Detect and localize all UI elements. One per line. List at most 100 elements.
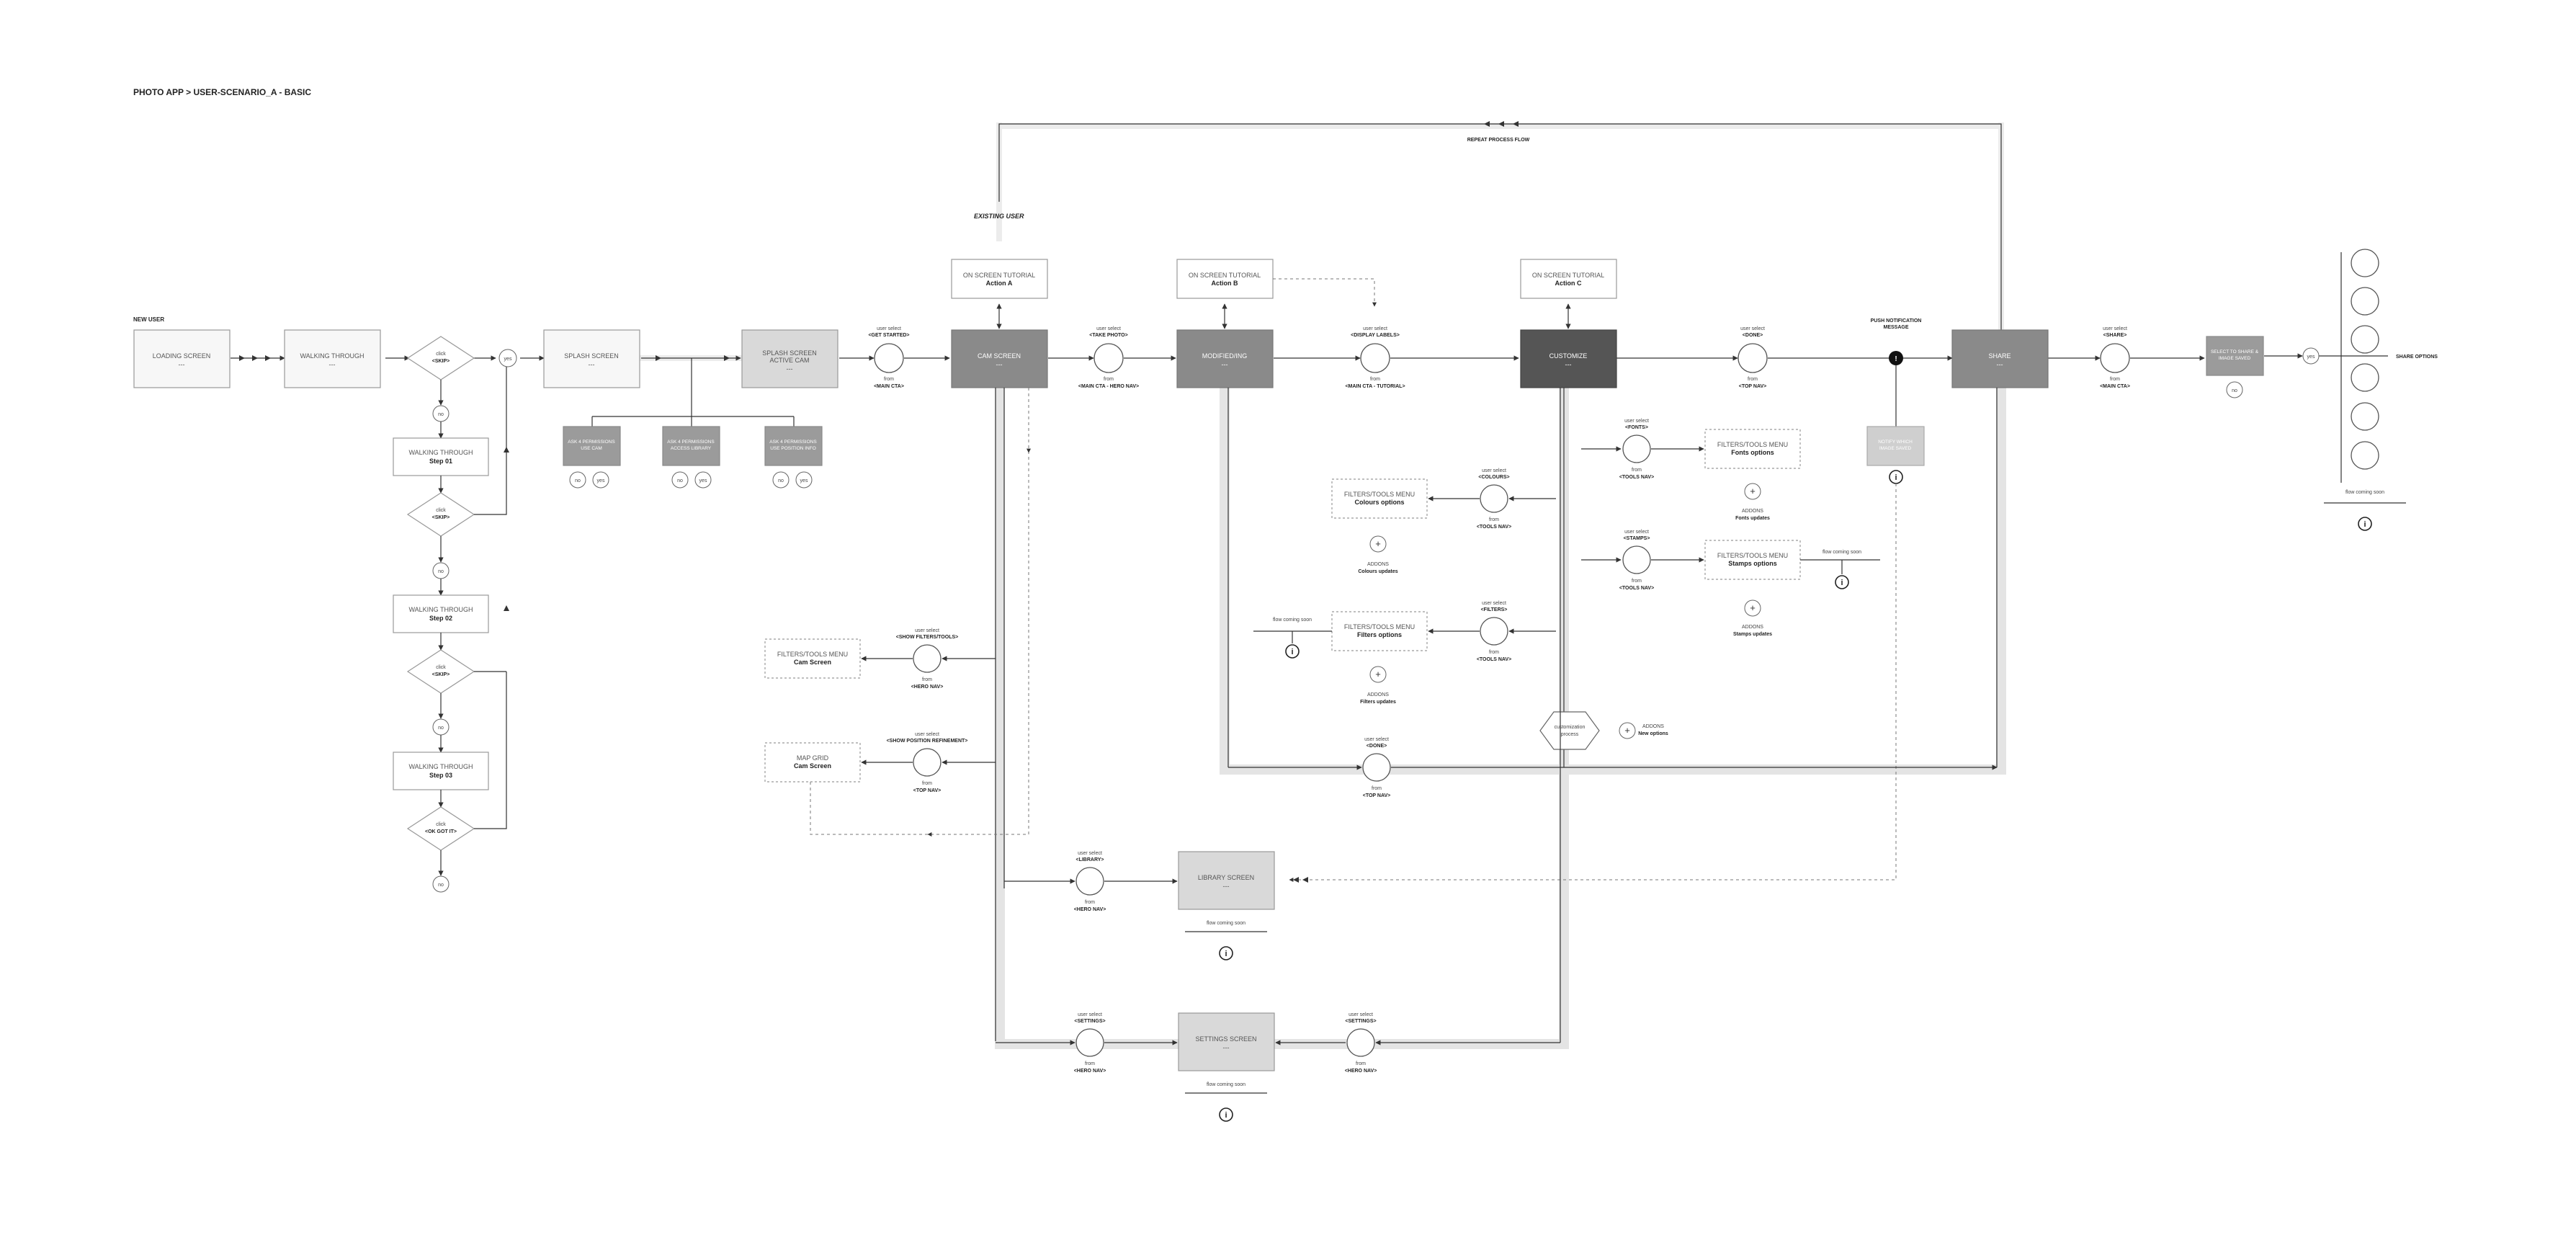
svg-text:<DONE>: <DONE> bbox=[1367, 744, 1387, 749]
menu-map-grid[interactable]: MAP GRID Cam Screen bbox=[764, 742, 861, 783]
svg-text:<SKIP>: <SKIP> bbox=[432, 515, 450, 520]
svg-text:ADDONS: ADDONS bbox=[1367, 562, 1389, 567]
svg-text:user select: user select bbox=[1349, 1012, 1373, 1017]
notify-image-saved[interactable]: NOTIFY WHICH IMAGE SAVED bbox=[1866, 426, 1925, 466]
select-colours[interactable]: user select <COLOURS> from <TOOLS NAV> bbox=[1477, 468, 1511, 530]
svg-text:<STAMPS>: <STAMPS> bbox=[1624, 536, 1650, 541]
share-option-circles[interactable] bbox=[2351, 249, 2379, 470]
info-icon-stamps[interactable]: i bbox=[1835, 575, 1849, 589]
decision-skip-3[interactable]: click <SKIP> bbox=[406, 649, 475, 694]
svg-text:from: from bbox=[1489, 517, 1499, 522]
loading-screen[interactable]: LOADING SCREEN --- bbox=[133, 329, 231, 388]
tutorial-b[interactable]: ON SCREEN TUTORIAL Action B bbox=[1176, 259, 1274, 299]
existing-user-label: EXISTING USER bbox=[974, 213, 1024, 220]
share-screen[interactable]: SHARE --- bbox=[1951, 329, 2049, 388]
svg-text:---: --- bbox=[1223, 883, 1230, 890]
svg-text:IMAGE SAVED: IMAGE SAVED bbox=[1879, 446, 1912, 451]
svg-text:FILTERS/TOOLS MENU: FILTERS/TOOLS MENU bbox=[777, 651, 848, 658]
stamps-flow-coming-soon: flow coming soon bbox=[1823, 550, 1861, 555]
svg-text:no: no bbox=[778, 478, 784, 483]
tutorial-a[interactable]: ON SCREEN TUTORIAL Action A bbox=[951, 259, 1048, 299]
walking-step-2[interactable]: WALKING THROUGH Step 02 bbox=[393, 594, 489, 633]
select-settings-right[interactable]: user select <SETTINGS> from <HERO NAV> bbox=[1345, 1012, 1377, 1074]
menu-filters[interactable]: FILTERS/TOOLS MENU Filters options bbox=[1331, 611, 1428, 651]
select-show-filters[interactable]: user select <SHOW FILTERS/TOOLS> from <H… bbox=[896, 628, 958, 690]
addon-stamps[interactable]: + ADDONS Stamps updates bbox=[1733, 599, 1772, 637]
info-icon-settings[interactable]: i bbox=[1219, 1107, 1233, 1122]
svg-text:---: --- bbox=[179, 361, 185, 368]
menu-fonts[interactable]: FILTERS/TOOLS MENU Fonts options bbox=[1704, 429, 1801, 469]
no-badge-4 bbox=[432, 875, 450, 893]
addon-filters[interactable]: + ADDONS Filters updates bbox=[1360, 666, 1396, 705]
select-show-position[interactable]: user select <SHOW POSITION REFINEMENT> f… bbox=[887, 732, 968, 793]
svg-text:process: process bbox=[1561, 732, 1579, 737]
no-badge-3-label: no bbox=[438, 726, 444, 731]
walking-step-1[interactable]: WALKING THROUGH Step 01 bbox=[393, 437, 489, 476]
svg-text:from: from bbox=[1632, 579, 1642, 584]
select-to-share-pill[interactable]: SELECT TO SHARE & IMAGE SAVED bbox=[2206, 336, 2264, 376]
info-icon-notify[interactable]: i bbox=[1889, 470, 1903, 484]
splash-screen[interactable]: SPLASH SCREEN --- bbox=[543, 329, 640, 388]
permission-use-cam[interactable]: ASK 4 PERMISSIONS USE CAM bbox=[563, 426, 621, 466]
addon-fonts[interactable]: + ADDONS Fonts updates bbox=[1735, 483, 1770, 521]
svg-text:from: from bbox=[884, 377, 894, 382]
tutorial-c[interactable]: ON SCREEN TUTORIAL Action C bbox=[1520, 259, 1617, 299]
select-share[interactable]: user select <SHARE> from <MAIN CTA> bbox=[2100, 326, 2130, 389]
svg-text:from: from bbox=[2110, 377, 2120, 382]
walking-step-3[interactable]: WALKING THROUGH Step 03 bbox=[393, 752, 489, 790]
addon-new[interactable]: + ADDONS New options bbox=[1619, 722, 1668, 739]
svg-text:<TOP NAV>: <TOP NAV> bbox=[1739, 384, 1767, 389]
menu-cam-filters[interactable]: FILTERS/TOOLS MENU Cam Screen bbox=[764, 638, 861, 679]
svg-text:<TOOLS NAV>: <TOOLS NAV> bbox=[1477, 657, 1511, 662]
library-screen[interactable]: LIBRARY SCREEN --- bbox=[1178, 851, 1275, 910]
select-fonts[interactable]: user select <FONTS> from <TOOLS NAV> bbox=[1619, 419, 1654, 480]
select-display-labels[interactable]: user select <DISPLAY LABELS> from <MAIN … bbox=[1345, 326, 1405, 389]
svg-text:ON SCREEN TUTORIAL: ON SCREEN TUTORIAL bbox=[1189, 272, 1261, 279]
menu-stamps[interactable]: FILTERS/TOOLS MENU Stamps options bbox=[1704, 540, 1801, 580]
select-filters[interactable]: user select <FILTERS> from <TOOLS NAV> bbox=[1477, 601, 1511, 662]
svg-text:user select: user select bbox=[877, 326, 901, 331]
svg-text:user select: user select bbox=[1363, 326, 1387, 331]
addon-colours[interactable]: + ADDONS Colours updates bbox=[1358, 535, 1398, 574]
svg-text:from: from bbox=[1085, 900, 1095, 905]
walking-through-screen[interactable]: WALKING THROUGH --- bbox=[284, 329, 381, 388]
modified-screen[interactable]: MODIFIED/ING --- bbox=[1176, 329, 1274, 388]
cam-screen[interactable]: CAM SCREEN --- bbox=[951, 329, 1048, 388]
settings-screen[interactable]: SETTINGS SCREEN --- bbox=[1178, 1012, 1275, 1071]
info-icon-library[interactable]: i bbox=[1219, 946, 1233, 960]
info-icon-filters[interactable]: i bbox=[1285, 644, 1300, 659]
permission-access-library[interactable]: ASK 4 PERMISSIONS ACCESS LIBRARY bbox=[662, 426, 720, 466]
select-get-started[interactable]: user select <GET STARTED> from <MAIN CTA… bbox=[868, 326, 909, 389]
customize-screen[interactable]: CUSTOMIZE --- bbox=[1520, 329, 1617, 388]
repeat-process-label: REPEAT PROCESS FLOW bbox=[1467, 138, 1530, 143]
svg-text:FILTERS/TOOLS MENU: FILTERS/TOOLS MENU bbox=[1344, 491, 1415, 498]
decision-skip-1[interactable]: click <SKIP> bbox=[406, 336, 475, 380]
select-done-top[interactable]: user select <DONE> from <TOP NAV> bbox=[1738, 326, 1768, 389]
svg-text:CAM SCREEN: CAM SCREEN bbox=[978, 352, 1021, 360]
select-settings-left[interactable]: user select <SETTINGS> from <HERO NAV> bbox=[1074, 1012, 1106, 1074]
svg-text:<DISPLAY LABELS>: <DISPLAY LABELS> bbox=[1351, 333, 1400, 338]
svg-text:from: from bbox=[922, 677, 932, 682]
svg-text:click: click bbox=[436, 822, 446, 827]
decision-ok-got-it[interactable]: click <OK GOT IT> bbox=[406, 806, 475, 851]
select-library[interactable]: user select <LIBRARY> from <HERO NAV> bbox=[1074, 851, 1106, 912]
svg-text:LOADING SCREEN: LOADING SCREEN bbox=[153, 352, 211, 360]
new-user-label: NEW USER bbox=[133, 316, 164, 323]
info-icon-share[interactable]: i bbox=[2358, 517, 2372, 531]
svg-text:<DONE>: <DONE> bbox=[1743, 333, 1763, 338]
svg-text:Step 03: Step 03 bbox=[429, 772, 452, 779]
svg-text:<TOOLS NAV>: <TOOLS NAV> bbox=[1619, 475, 1654, 480]
svg-text:<TOP NAV>: <TOP NAV> bbox=[913, 788, 942, 793]
select-stamps[interactable]: user select <STAMPS> from <TOOLS NAV> bbox=[1619, 530, 1654, 591]
customization-process: customization process bbox=[1539, 711, 1600, 750]
select-take-photo[interactable]: user select <TAKE PHOTO> from <MAIN CTA … bbox=[1078, 326, 1139, 389]
permission-use-position[interactable]: ASK 4 PERMISSIONS USE POSITION INFO bbox=[764, 426, 823, 466]
settings-flow-coming-soon: flow coming soon bbox=[1207, 1082, 1245, 1087]
menu-colours[interactable]: FILTERS/TOOLS MENU Colours options bbox=[1331, 478, 1428, 519]
splash-active-cam[interactable]: SPLASH SCREEN ACTIVE CAM --- bbox=[741, 329, 838, 388]
svg-text:<MAIN CTA - TUTORIAL>: <MAIN CTA - TUTORIAL> bbox=[1345, 384, 1405, 389]
decision-skip-2[interactable]: click <SKIP> bbox=[406, 492, 475, 537]
svg-text:---: --- bbox=[589, 361, 595, 368]
select-done-bottom[interactable]: user select <DONE> from <TOP NAV> bbox=[1362, 737, 1391, 798]
svg-text:<HERO NAV>: <HERO NAV> bbox=[1074, 1069, 1106, 1074]
